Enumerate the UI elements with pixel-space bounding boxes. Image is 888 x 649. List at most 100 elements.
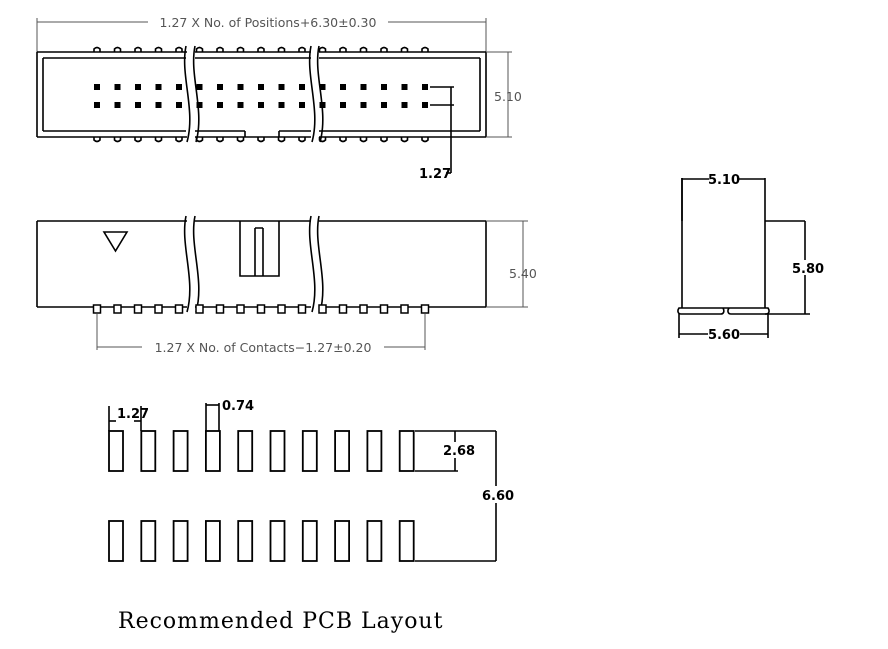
pin (94, 102, 100, 108)
pcb-pad (172, 430, 189, 472)
pin (217, 102, 223, 108)
pcb-pad (108, 520, 124, 562)
pin-tip (113, 46, 122, 52)
row-span-dimension: 6.60 (482, 489, 514, 504)
pin-grid (94, 84, 428, 108)
pin-tip (195, 46, 204, 52)
pad-length-dimension: 2.68 (443, 444, 475, 459)
break-line-left (183, 45, 191, 143)
pin (278, 84, 285, 90)
polarization-key (239, 221, 280, 277)
pin (278, 102, 285, 108)
pin (196, 84, 203, 90)
pcb-pad (108, 430, 124, 472)
side-view: 5.40 1.27 X No. of Contacts−1.27±0.20 (36, 215, 537, 355)
contact-tail (256, 304, 266, 314)
pin (422, 102, 428, 108)
contact-tail (359, 304, 368, 314)
pin (422, 84, 428, 90)
contact-tail (297, 304, 307, 314)
pad-pitch-dimension: 1.27 (117, 407, 149, 422)
pcb-pad (140, 520, 157, 562)
pin-tip (154, 46, 163, 52)
pcb-pad (204, 520, 221, 562)
pcb-layout-caption: Recommended PCB Layout (118, 609, 443, 634)
pin (237, 84, 244, 90)
contact-tail (174, 304, 184, 314)
contact-tail (215, 304, 225, 314)
contact-tail (195, 304, 204, 314)
pin-tip (421, 137, 429, 143)
pin-tip (154, 137, 163, 143)
pin-tip (318, 137, 327, 143)
break-line-right (308, 215, 316, 313)
pin-tip (134, 46, 142, 52)
break-line-left (192, 45, 200, 143)
pin (299, 102, 305, 108)
pin (237, 102, 244, 108)
pin-tip (216, 137, 224, 143)
pcb-pad (334, 520, 351, 562)
pin-tip (400, 46, 409, 52)
pin (319, 84, 326, 90)
top-view: 1.27 X No. of Positions+6.30±0.30 5.10 1… (36, 15, 522, 182)
contact-tail (400, 304, 409, 314)
break-line-left (183, 215, 191, 313)
housing-inner-wall (42, 57, 481, 132)
pcb-pad (172, 520, 189, 562)
pin-tip (339, 137, 347, 143)
contact-tail (92, 304, 102, 314)
end-height-dimension: 5.80 (792, 262, 824, 277)
break-line-right (316, 45, 324, 143)
pin-tip (175, 46, 183, 52)
pcb-pad (237, 520, 254, 562)
pin (381, 102, 387, 108)
pin-tip (257, 46, 265, 52)
break-line-left (192, 215, 200, 313)
pin-tip (318, 46, 327, 52)
break-line-right (316, 215, 324, 313)
end-view: 5.10 5.80 5.60 (677, 173, 824, 343)
pin-tip (277, 46, 286, 52)
pcb-pad (140, 430, 157, 472)
pin (135, 102, 141, 108)
pin (196, 102, 203, 108)
pin (155, 84, 162, 90)
contact-tail (113, 304, 122, 314)
housing-height-dimension: 5.10 (494, 89, 522, 104)
polarization-key-slot (244, 131, 280, 137)
pin-tip (134, 137, 142, 143)
break-line-right (308, 45, 316, 143)
pin-tip (216, 46, 224, 52)
pin-tip (359, 137, 368, 143)
pcb-pad (301, 520, 318, 562)
pin (114, 102, 121, 108)
pin (176, 102, 182, 108)
pin (135, 84, 141, 90)
pin-tip (113, 137, 122, 143)
pin (258, 102, 264, 108)
pcb-pads (108, 430, 415, 562)
pcb-pad (398, 520, 415, 562)
pcb-pad (269, 430, 286, 472)
pin-tip (421, 46, 429, 52)
pin-tip (380, 46, 388, 52)
pcb-pad (301, 430, 318, 472)
pin-tip (298, 46, 306, 52)
row-pitch-dimension: 1.27 (419, 167, 451, 182)
pin-tip (257, 137, 265, 143)
contact-tail (338, 304, 348, 314)
end-bottom-width-dimension: 5.60 (708, 328, 740, 343)
pin-tip (175, 137, 183, 143)
end-body-outline (681, 178, 805, 308)
side-height-dimension: 5.40 (509, 266, 537, 281)
pin-tip (93, 46, 101, 52)
upper-pin-tips (93, 46, 429, 52)
end-feet (677, 307, 770, 315)
pin (340, 102, 346, 108)
pcb-pad (204, 430, 221, 472)
contact-tail (379, 304, 389, 314)
contacts-span-dimension: 1.27 X No. of Contacts−1.27±0.20 (155, 340, 372, 355)
pin (340, 84, 346, 90)
